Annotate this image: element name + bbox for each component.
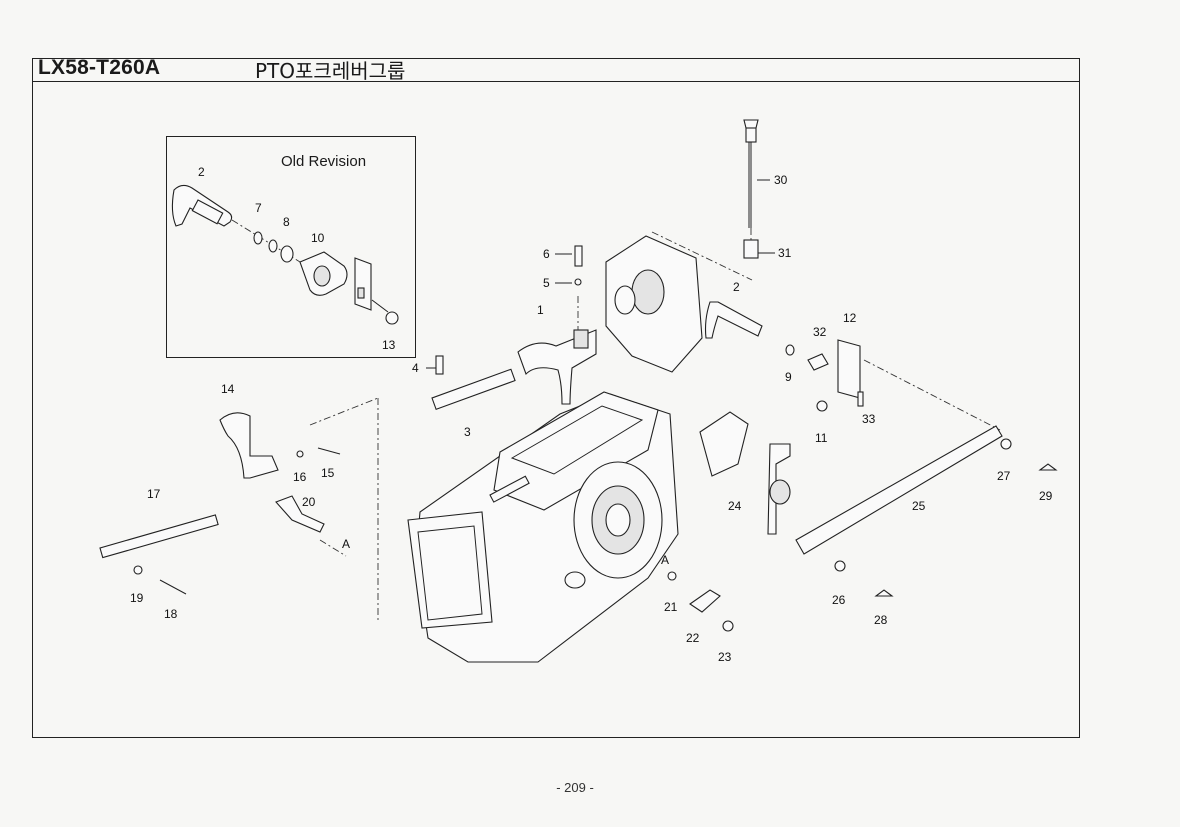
- callout: 3: [464, 425, 471, 439]
- inset-callout: 2: [198, 165, 205, 179]
- callout: 33: [862, 412, 876, 426]
- link-rod-and-lever: [699, 411, 1058, 597]
- group-name: PTO포크레버그룹: [255, 59, 406, 83]
- inset-callout: 8: [283, 215, 290, 229]
- callout: 28: [874, 613, 888, 627]
- callout: 27: [997, 469, 1011, 483]
- callout: 16: [293, 470, 307, 484]
- inset-parts: [171, 184, 399, 325]
- callout: 32: [813, 325, 827, 339]
- old-revision-inset: [166, 136, 416, 358]
- inset-callout: 10: [311, 231, 325, 245]
- callout: 30: [774, 173, 788, 187]
- cover-plate: [667, 571, 734, 632]
- callout: 26: [832, 593, 846, 607]
- model-code: LX58-T260A: [38, 56, 161, 79]
- callout: 31: [778, 246, 792, 260]
- callout: 17: [147, 487, 161, 501]
- callout: 4: [412, 361, 419, 375]
- callout: 6: [543, 247, 550, 261]
- callout: 5: [543, 276, 550, 290]
- inset-callout: 13: [382, 338, 396, 352]
- callout-labels: 2 7 8 10 13 1 2 3 4 5 6 9 11 12 14 15 16…: [130, 165, 1053, 664]
- callout: 20: [302, 495, 316, 509]
- dipstick: [743, 119, 759, 259]
- callout: 19: [130, 591, 144, 605]
- callout: 1: [537, 303, 544, 317]
- title-bar: [32, 58, 1080, 82]
- reference-mark-a: A: [661, 553, 669, 567]
- page-number: - 209 -: [556, 780, 594, 795]
- callout: 29: [1039, 489, 1053, 503]
- left-fork-assembly: [99, 397, 379, 620]
- fork-and-shaft: [431, 245, 597, 410]
- callout: 15: [321, 466, 335, 480]
- callout: 2: [733, 280, 740, 294]
- callout: 22: [686, 631, 700, 645]
- callout: 12: [843, 311, 857, 325]
- inset-callout: 7: [255, 201, 262, 215]
- leader-lines: [426, 179, 775, 369]
- callout: 24: [728, 499, 742, 513]
- upper-cover-housing: [605, 231, 753, 373]
- callout: 21: [664, 600, 678, 614]
- callout: 9: [785, 370, 792, 384]
- callout: 18: [164, 607, 178, 621]
- right-lever-assembly: [704, 301, 1001, 431]
- page-frame: [32, 58, 1080, 738]
- transmission-housing: [407, 391, 679, 663]
- old-revision-label: Old Revision: [281, 153, 367, 170]
- callout: 23: [718, 650, 732, 664]
- callout: 11: [815, 431, 828, 445]
- callout: 14: [221, 382, 235, 396]
- callout: 25: [912, 499, 926, 513]
- reference-mark-a: A: [342, 537, 350, 551]
